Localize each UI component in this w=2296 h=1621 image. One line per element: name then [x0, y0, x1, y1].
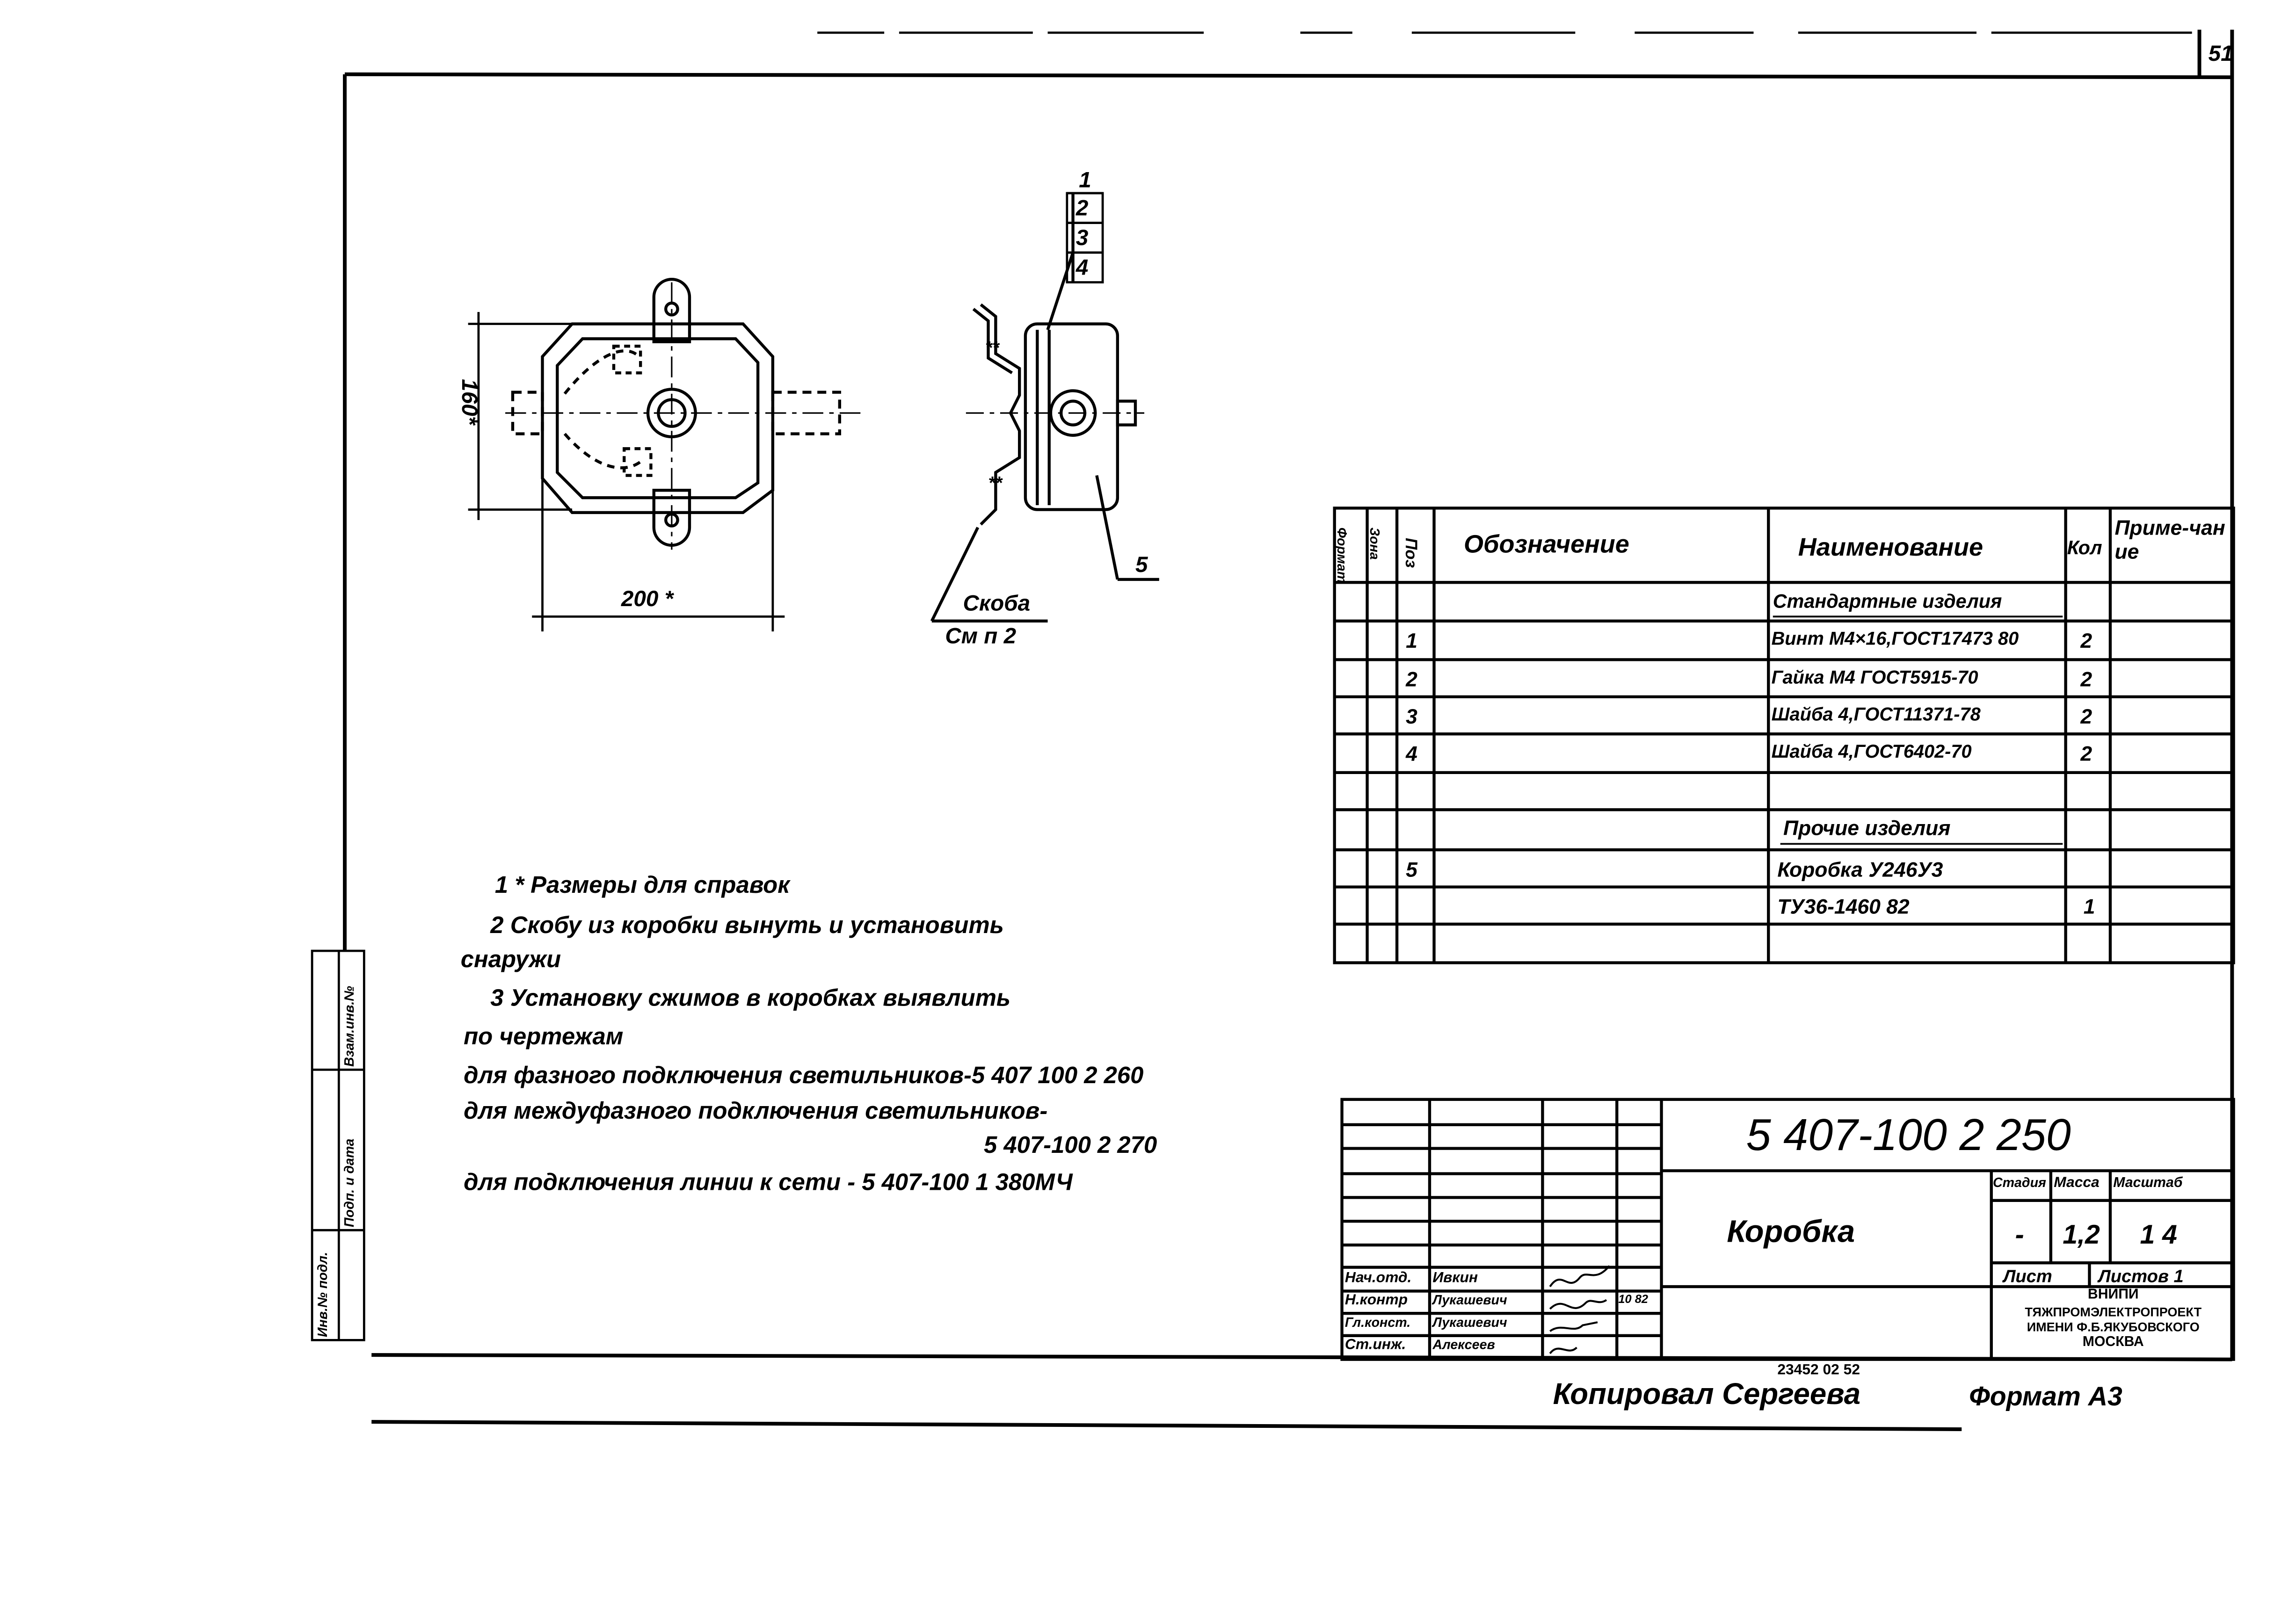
signer-name: Лукашевич	[1432, 1315, 1507, 1330]
row-pos: 4	[1406, 741, 1417, 766]
sheets-label: Листов 1	[2098, 1266, 2184, 1287]
box-front-view	[505, 278, 862, 550]
header-note: Приме-чание	[2114, 515, 2225, 564]
signer-date: 10 82	[1618, 1292, 1649, 1306]
organization: ВНИПИ ТЯЖПРОМЭЛЕКТРОПРОЕКТ ИМЕНИ Ф.Б.ЯКУ…	[1994, 1288, 2232, 1350]
callout-2: 2	[1075, 196, 1089, 222]
signer-role: Н.контр	[1344, 1292, 1408, 1309]
section-standard-items: Стандартные изделия	[1773, 590, 2002, 612]
note-3-line: для подключения линии к сети - 5 407-100…	[464, 1171, 1073, 1196]
org-line: ИМЕНИ Ф.Б.ЯКУБОВСКОГО	[2027, 1319, 2200, 1334]
row-name: Коробка У246У3	[1777, 857, 1943, 881]
callout-3: 3	[1075, 225, 1089, 251]
mass-label: Масса	[2054, 1175, 2100, 1192]
note-3: 3 Установку сжимов в коробках выявлить	[490, 986, 1011, 1012]
note-3-interphase-ref: 5 407-100 2 270	[983, 1133, 1157, 1159]
row-qty: 1	[2083, 894, 2095, 919]
dimension-lines	[468, 312, 785, 632]
header-qty: Кол	[2067, 536, 2102, 559]
side-stamp-inv: Инв.№ подл.	[315, 1252, 330, 1338]
row-name: Шайба 4,ГОСТ6402-70	[1771, 741, 1972, 762]
note-3-cont: по чертежам	[464, 1025, 624, 1050]
sheet-number: 51	[2208, 41, 2233, 67]
copied-by: Копировал Сергеева	[1553, 1378, 1861, 1411]
archive-number: 23452 02 52	[1777, 1362, 1860, 1379]
stage-label: Стадия	[1992, 1175, 2046, 1190]
row-qty: 2	[2080, 704, 2093, 728]
signer-role: Нач.отд.	[1344, 1270, 1412, 1287]
row-pos: 2	[1406, 667, 1417, 691]
star-mark-bottom: **	[988, 472, 1003, 493]
row-pos: 3	[1406, 704, 1417, 728]
star-mark-top: **	[985, 337, 999, 358]
note-2: 2 Скобу из коробки вынуть и установить	[490, 913, 1004, 939]
callout-boxes	[1066, 192, 1104, 283]
row-pos: 5	[1406, 857, 1417, 881]
row-qty: 2	[2080, 741, 2093, 766]
document-title: Коробка	[1727, 1215, 1855, 1250]
note-2-cont: снаружи	[460, 948, 561, 973]
bracket-label: Скоба	[963, 591, 1031, 617]
header-designation: Обозначение	[1464, 530, 1629, 559]
dimension-width: 200 *	[621, 586, 674, 612]
bracket-reference: См п 2	[945, 624, 1017, 650]
row-name: Гайка М4 ГОСТ5915-70	[1771, 667, 1978, 688]
document-number: 5 407-100 2 250	[1746, 1111, 2071, 1161]
signer-name: Ивкин	[1432, 1270, 1478, 1287]
side-stamp-sign: Подп. и дата	[341, 1138, 357, 1227]
header-name: Наименование	[1798, 533, 1984, 562]
sheet-label: Лист	[2003, 1266, 2052, 1287]
org-line: ВНИПИ	[2087, 1287, 2139, 1303]
row-name: Шайба 4,ГОСТ11371-78	[1771, 704, 1981, 725]
signer-name: Лукашевич	[1432, 1292, 1507, 1308]
note-1: 1 * Размеры для справок	[494, 873, 790, 899]
stage-value: -	[2015, 1220, 2024, 1250]
signer-name: Алексеев	[1432, 1337, 1495, 1352]
title-block-grid	[1340, 1098, 2235, 1361]
org-line: МОСКВА	[2082, 1333, 2144, 1350]
row-qty: 2	[2080, 667, 2093, 691]
callout-4: 4	[1075, 255, 1089, 281]
note-3-phase: для фазного подключения светильников-5 4…	[464, 1064, 1144, 1089]
mass-value: 1,2	[2063, 1220, 2100, 1250]
side-stamp-replace: Взам.инв.№	[341, 985, 357, 1067]
box-side-view	[930, 193, 1159, 623]
callout-1: 1	[1079, 167, 1091, 193]
row-name: ТУ36-1460 82	[1777, 894, 1910, 919]
callout-5: 5	[1135, 552, 1148, 578]
scale-label: Масштаб	[2113, 1175, 2183, 1192]
row-qty: 2	[2080, 628, 2093, 652]
spec-table-grid	[1333, 507, 2235, 964]
signer-role: Гл.конст.	[1344, 1315, 1411, 1330]
signer-role: Ст.инж.	[1344, 1337, 1406, 1353]
paper-format: Формат А3	[1969, 1382, 2122, 1411]
row-pos: 1	[1406, 628, 1417, 652]
org-line: ТЯЖПРОМЭЛЕКТРОПРОЕКТ	[2025, 1303, 2202, 1319]
note-3-interphase: для междуфазного подключения светильнико…	[464, 1099, 1048, 1125]
side-stamp-grid	[311, 949, 365, 1341]
section-other-items: Прочие изделия	[1783, 816, 1951, 839]
row-name: Винт М4×16,ГОСТ17473 80	[1771, 628, 2019, 650]
scale-value: 1 4	[2140, 1220, 2177, 1250]
